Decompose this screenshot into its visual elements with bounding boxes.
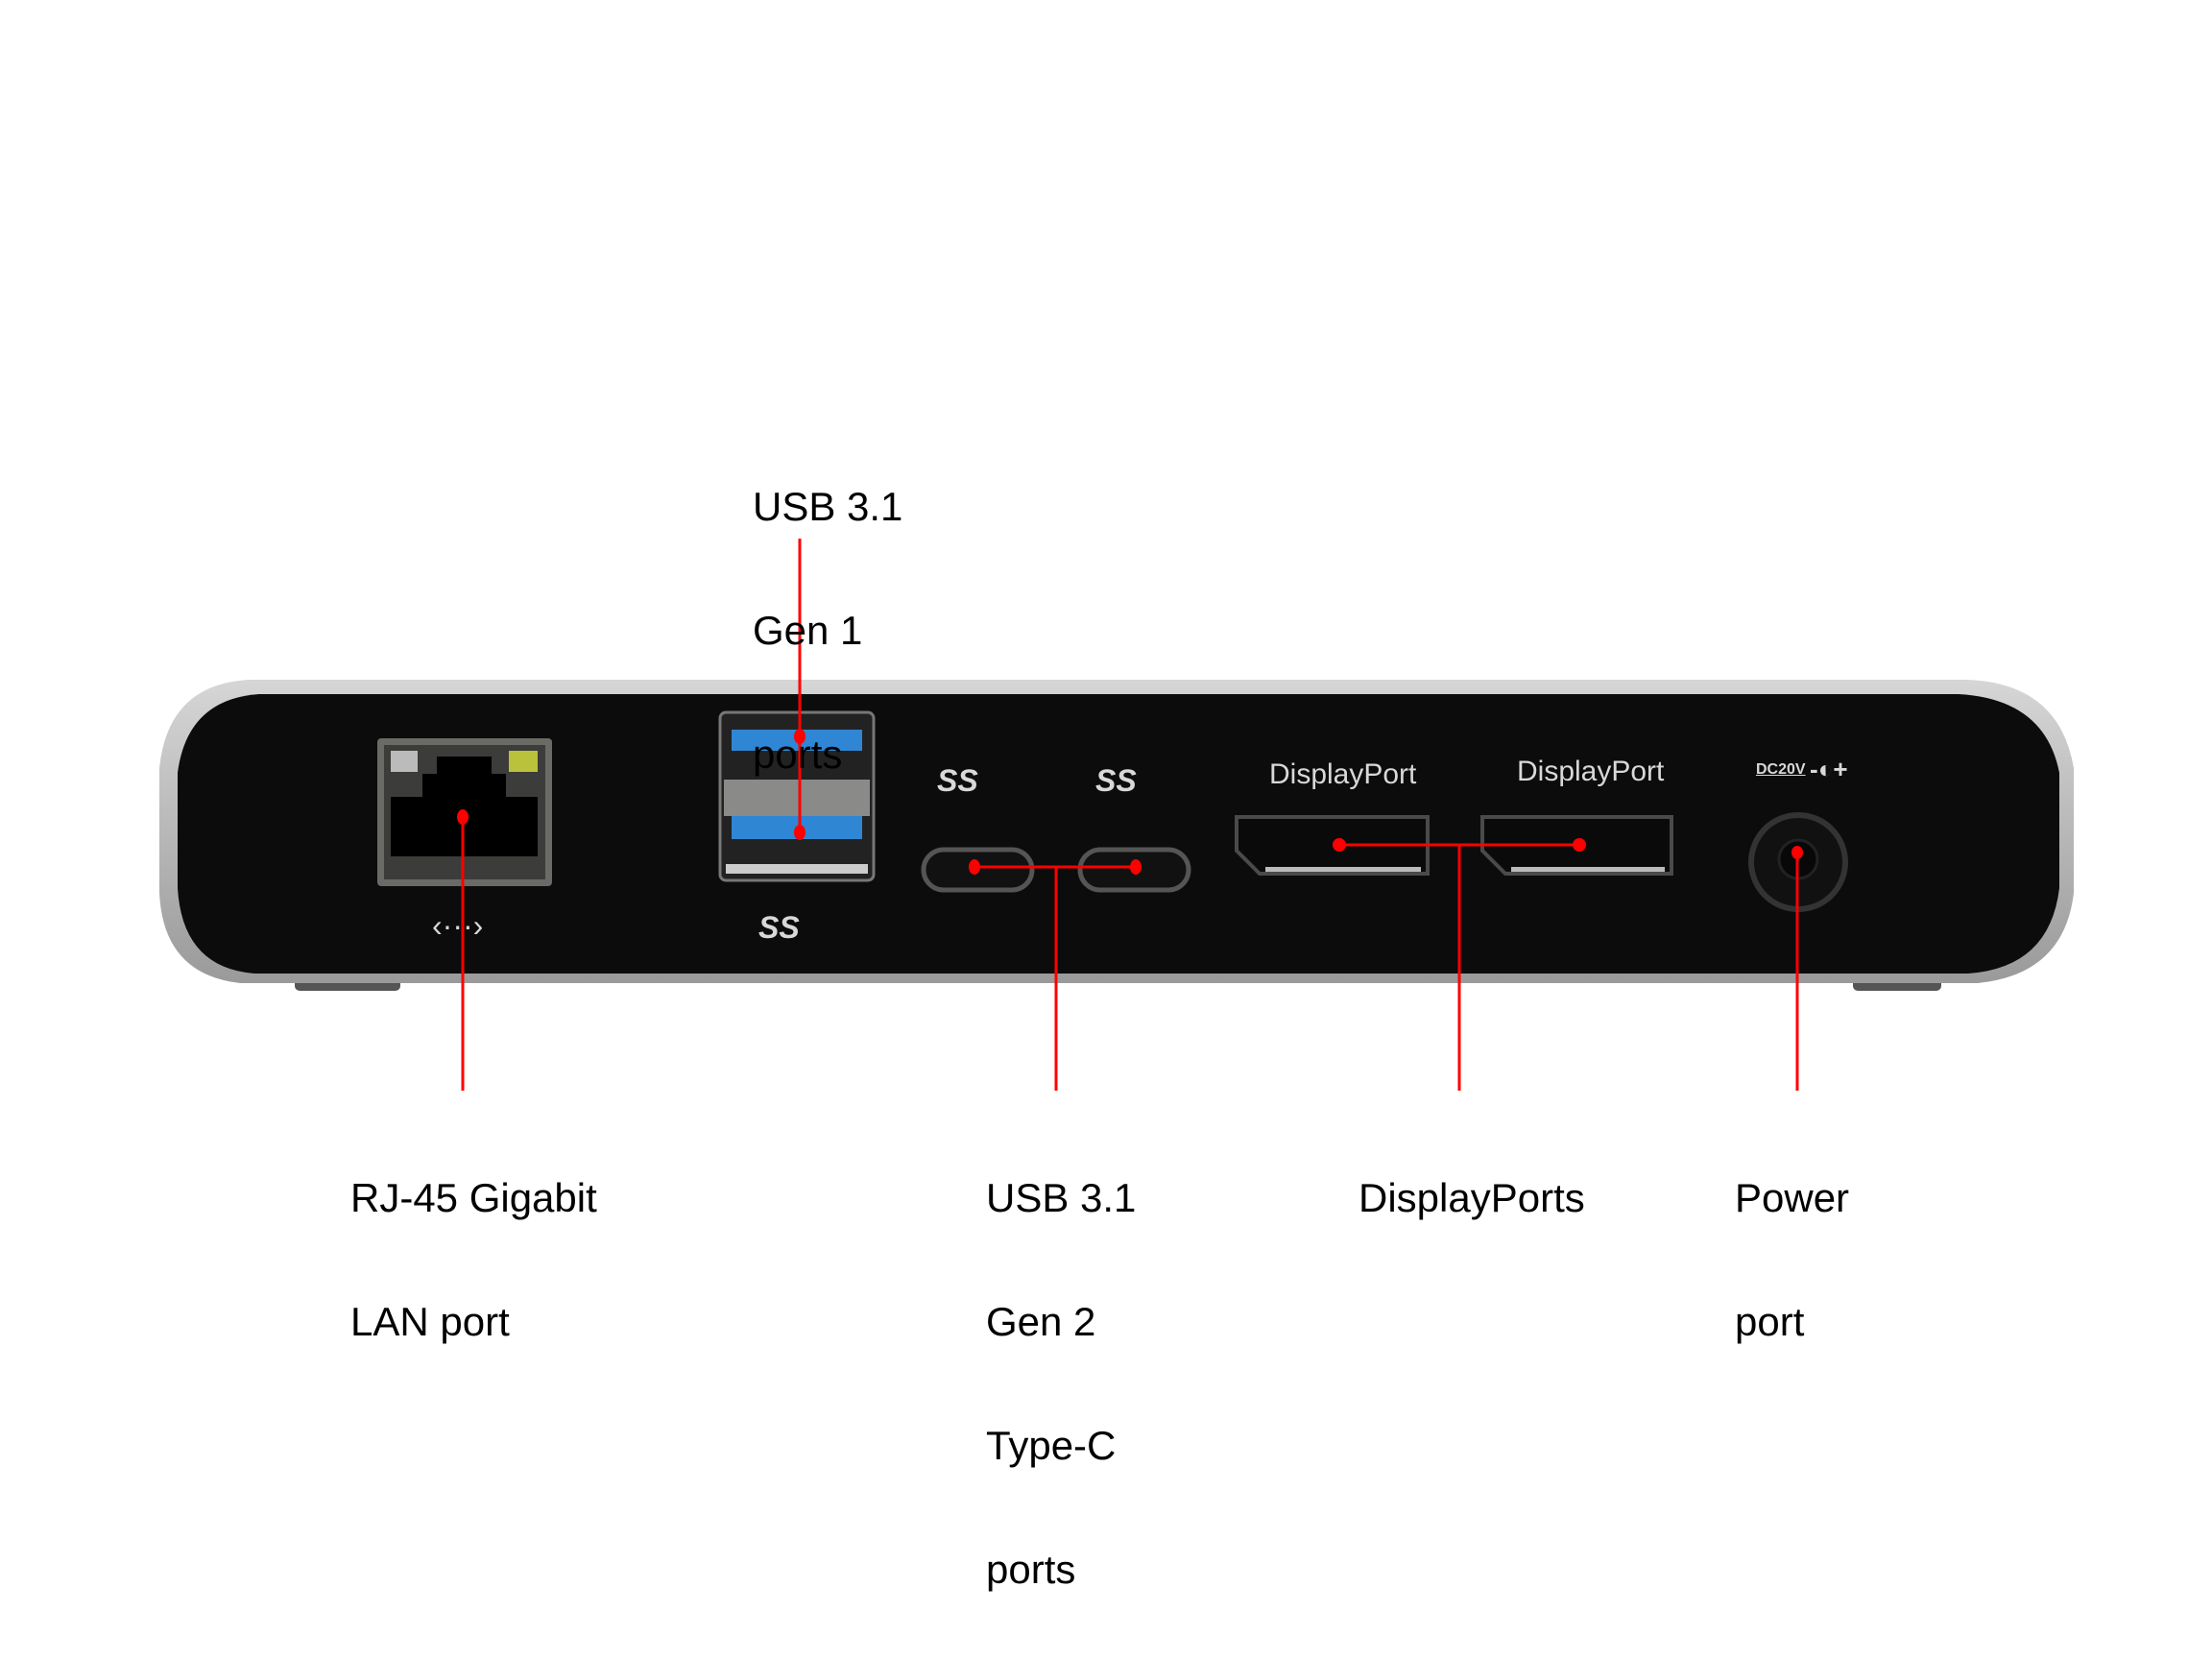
callout-rj45: RJ-45 Gigabit LAN port	[350, 1094, 597, 1383]
callout-power: Power port	[1735, 1094, 1849, 1383]
callout-line-text: USB 3.1	[753, 484, 903, 529]
callout-line-text: Power	[1735, 1175, 1850, 1220]
displayport-1-label: DisplayPort	[1269, 758, 1417, 790]
callout-line-text: Gen 2	[986, 1299, 1096, 1344]
callout-line-text: ports	[986, 1547, 1076, 1592]
displayport-1-contacts	[1265, 867, 1421, 872]
callout-line-text: Gen 1	[753, 608, 863, 653]
displayport-1	[1235, 815, 1430, 876]
displayport-2-label: DisplayPort	[1517, 756, 1665, 787]
dock-face	[178, 694, 2059, 974]
callout-usb-gen1: USB 3.1 Gen 1 ports	[753, 403, 902, 816]
callout-line-text: USB 3.1	[986, 1175, 1137, 1220]
callout-usb-c: USB 3.1 Gen 2 Type-C ports	[986, 1094, 1136, 1631]
callout-line-text: RJ-45 Gigabit	[350, 1175, 597, 1220]
callout-lines	[461, 539, 1799, 1091]
displayport-2-contacts	[1511, 867, 1665, 872]
ethernet-icon: ‹···›	[432, 908, 484, 943]
superspeed-usb-icon: SS	[1095, 763, 1137, 798]
callout-line-text: Type-C	[986, 1423, 1117, 1468]
callout-displayports: DisplayPorts	[1358, 1094, 1585, 1260]
callout-line-text: ports	[753, 732, 843, 777]
callout-line-text: LAN port	[350, 1299, 510, 1344]
superspeed-usb-icon: SS	[758, 910, 800, 945]
dc20v-label: DC20V	[1756, 761, 1806, 778]
callout-dots	[457, 729, 1803, 875]
callout-line-text: DisplayPorts	[1358, 1175, 1585, 1220]
polarity-icon: -◐+	[1810, 755, 1848, 783]
usb-a-ports	[718, 710, 876, 882]
callout-line-text: port	[1735, 1299, 1805, 1344]
superspeed-usb-icon: SS	[937, 763, 978, 798]
